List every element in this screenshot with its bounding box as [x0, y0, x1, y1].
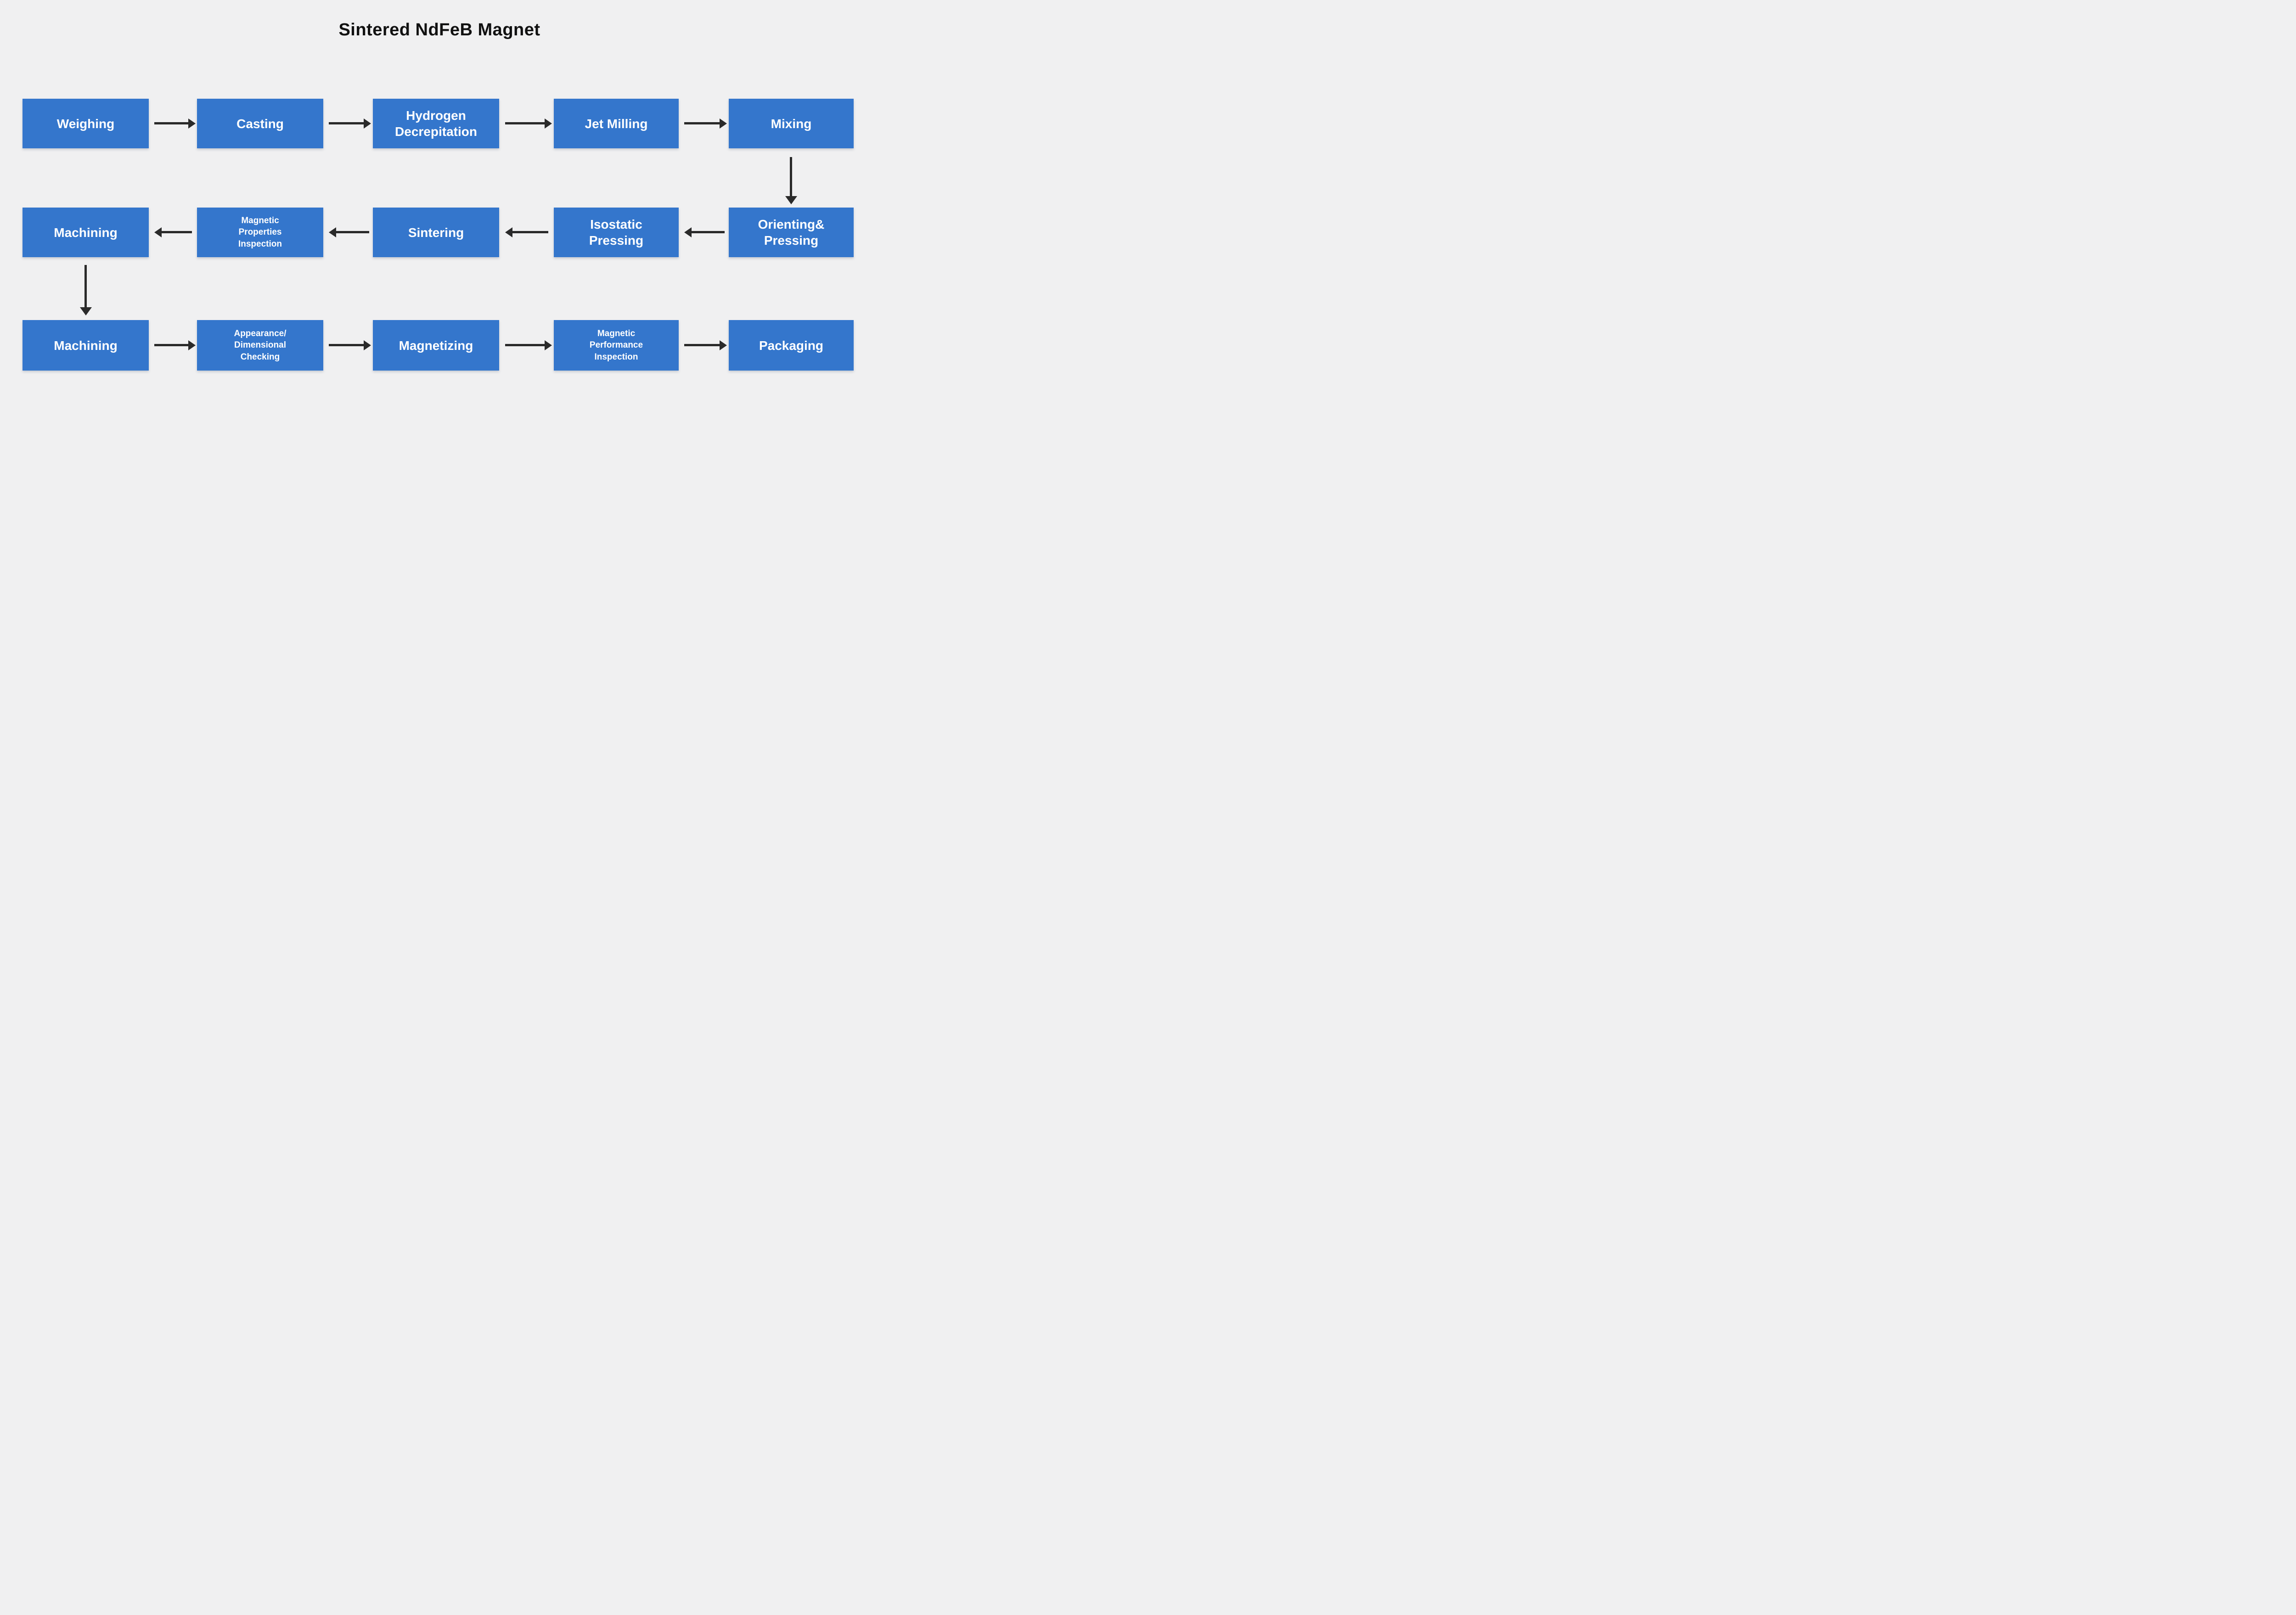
node-machining-3: Machining [23, 320, 149, 371]
arrow-mixing-to-orienting-icon [790, 157, 792, 196]
node-magnetic-properties-inspection: Magnetic Properties Inspection [197, 208, 323, 257]
arrow-appearance-to-magnetizing-icon [329, 344, 364, 346]
node-sintering: Sintering [373, 208, 499, 257]
arrow-hydrogen-to-jetmilling-icon [505, 122, 545, 124]
arrow-orienting-to-isostatic-icon [692, 231, 725, 233]
node-jet-milling: Jet Milling [554, 99, 679, 148]
flowchart-canvas: Sintered NdFeB Magnet Weighing Casting H… [0, 0, 879, 404]
node-hydrogen-decrepitation: Hydrogen Decrepitation [373, 99, 499, 148]
node-isostatic-pressing: Isostatic Pressing [554, 208, 679, 257]
node-packaging: Packaging [729, 320, 854, 371]
node-magnetizing: Magnetizing [373, 320, 499, 371]
node-magnetic-performance-inspection: Magnetic Performance Inspection [554, 320, 679, 371]
node-mixing: Mixing [729, 99, 854, 148]
node-weighing: Weighing [23, 99, 149, 148]
arrow-casting-to-hydrogen-icon [329, 122, 364, 124]
arrow-sintering-to-mpi-icon [336, 231, 369, 233]
arrow-machining-to-machining-icon [84, 265, 87, 307]
arrow-isostatic-to-sintering-icon [512, 231, 548, 233]
node-machining-2: Machining [23, 208, 149, 257]
arrow-weighing-to-casting-icon [154, 122, 188, 124]
arrow-mpi-to-machining-icon [162, 231, 192, 233]
node-appearance-dimensional-checking: Appearance/ Dimensional Checking [197, 320, 323, 371]
arrow-jetmilling-to-mixing-icon [684, 122, 720, 124]
arrow-performance-to-packaging-icon [684, 344, 720, 346]
node-orienting-pressing: Orienting& Pressing [729, 208, 854, 257]
diagram-title: Sintered NdFeB Magnet [338, 20, 540, 39]
node-casting: Casting [197, 99, 323, 148]
arrow-magnetizing-to-performance-icon [505, 344, 545, 346]
arrow-machining-to-appearance-icon [154, 344, 188, 346]
